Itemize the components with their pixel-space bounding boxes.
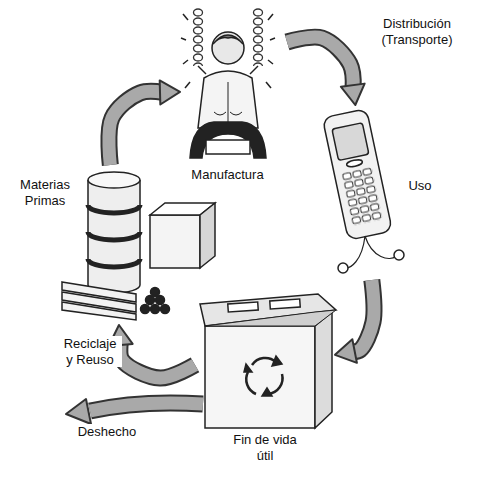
stage-label: Fin de vida útil [225, 432, 305, 463]
raw-materials [62, 172, 215, 320]
arrow-outline [120, 342, 195, 378]
stage-node: Materias Primas [5, 165, 220, 325]
waste-arrow [66, 399, 203, 424]
stage-node: Uso [330, 105, 440, 280]
edge-label: Distribución (Transporte) [366, 16, 468, 47]
stage-label: Uso [402, 178, 438, 194]
worker-figure [181, 8, 275, 158]
cycle-arrow [287, 37, 365, 105]
free-label: Deshecho [66, 424, 148, 440]
arrow-head [335, 339, 357, 363]
recycle-bin [200, 294, 336, 428]
stage-node: Fin de vida útil [195, 268, 335, 470]
cycle-arrow [109, 80, 180, 165]
arrow-body [120, 342, 195, 378]
arrow-outline [287, 37, 353, 88]
cycle-arrow [335, 280, 374, 363]
arrow-body [287, 37, 353, 88]
stage-node: Manufactura [180, 5, 287, 190]
stage-label: Manufactura [170, 167, 285, 183]
arrow-outline [109, 91, 163, 165]
arrow-head [160, 80, 180, 104]
arrow-head [341, 84, 365, 105]
arrow-body [352, 280, 374, 352]
arrow-outline [352, 280, 374, 352]
arrow-body [109, 91, 163, 165]
phone-figure [322, 109, 404, 273]
stage-label: Materias Primas [10, 177, 80, 208]
edge-label: Reciclaje y Reuso [58, 336, 122, 367]
